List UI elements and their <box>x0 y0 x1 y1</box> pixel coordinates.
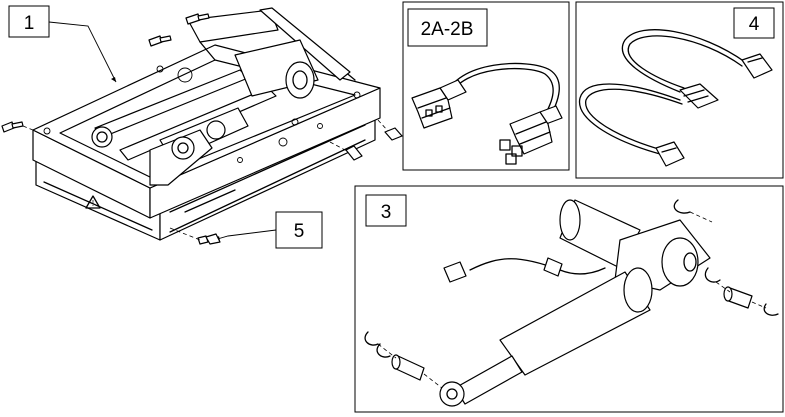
warning-symbol: ! <box>92 199 94 208</box>
screw-item-5 <box>197 233 221 245</box>
screw-left <box>1 121 24 133</box>
callout-5-label: 5 <box>294 221 305 242</box>
screw-upper-left <box>148 35 172 47</box>
screw-right-upper <box>384 127 403 141</box>
panel-3-frame <box>354 185 784 413</box>
leader-arrow-1 <box>111 77 116 82</box>
callout-4: 4 <box>733 7 775 39</box>
callout-2a-2b: 2A-2B <box>407 8 488 47</box>
callout-2a-2b-label: 2A-2B <box>421 19 474 40</box>
harness-2a-2b-drawing <box>411 62 563 165</box>
actuator-3-drawing <box>364 199 779 407</box>
callout-1-label: 1 <box>24 13 35 34</box>
callout-5: 5 <box>275 211 323 249</box>
screw-right-lower <box>345 145 363 161</box>
screw-right-upper-axis <box>377 119 389 132</box>
leader-line-5 <box>213 229 277 241</box>
panel-2a-2b-frame <box>402 1 570 171</box>
leader-line-1 <box>48 21 117 83</box>
screw-top <box>185 13 210 25</box>
screw-left-axis <box>22 125 34 131</box>
panel-4-frame <box>575 1 784 179</box>
callout-4-label: 4 <box>749 14 760 35</box>
callout-3: 3 <box>365 194 407 227</box>
screw-item-5-axis <box>169 227 201 241</box>
cable-4-drawing <box>578 29 773 167</box>
screw-right-lower-axis <box>329 141 348 152</box>
seat-lift-frame-drawing: ! <box>32 7 381 241</box>
callout-1: 1 <box>8 5 50 38</box>
callout-3-label: 3 <box>381 202 392 223</box>
